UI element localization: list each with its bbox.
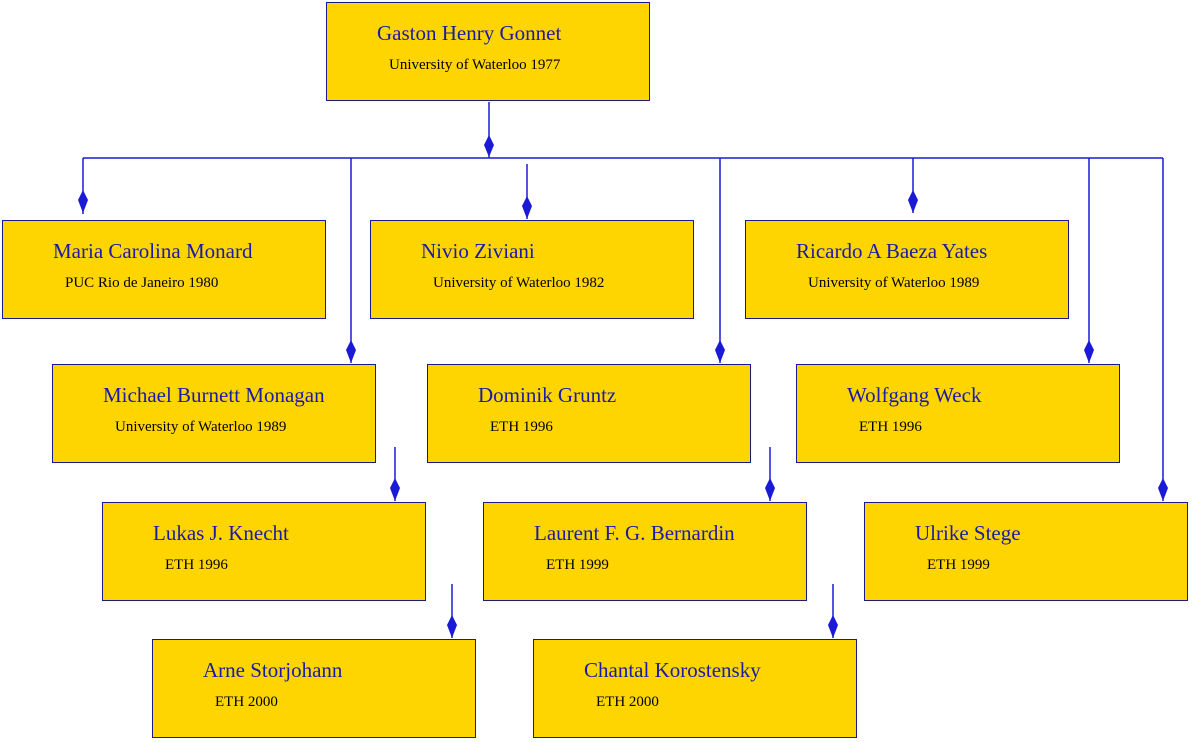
node-info: ETH 1999 [546, 557, 609, 573]
node-lukas-j-knecht: Lukas J. Knecht ETH 1996 [102, 502, 426, 601]
node-info: University of Waterloo 1982 [433, 275, 605, 291]
node-info: ETH 1996 [490, 419, 553, 435]
node-info: University of Waterloo 1977 [389, 57, 561, 73]
node-info: ETH 2000 [596, 694, 659, 710]
node-dominik-gruntz: Dominik Gruntz ETH 1996 [427, 364, 751, 463]
node-name: Gaston Henry Gonnet [377, 21, 562, 45]
node-info: University of Waterloo 1989 [115, 419, 287, 435]
node-name: Wolfgang Weck [847, 383, 982, 407]
node-chantal-korostensky: Chantal Korostensky ETH 2000 [533, 639, 857, 738]
node-name: Chantal Korostensky [584, 658, 761, 682]
node-maria-carolina-monard: Maria Carolina Monard PUC Rio de Janeiro… [2, 220, 326, 319]
node-info: ETH 1999 [927, 557, 990, 573]
node-name: Michael Burnett Monagan [103, 383, 325, 407]
node-name: Dominik Gruntz [478, 383, 617, 407]
node-name: Maria Carolina Monard [53, 239, 253, 263]
node-info: ETH 1996 [859, 419, 922, 435]
node-nivio-ziviani: Nivio Ziviani University of Waterloo 198… [370, 220, 694, 319]
node-info: University of Waterloo 1989 [808, 275, 980, 291]
node-gaston-henry-gonnet: Gaston Henry Gonnet University of Waterl… [326, 2, 650, 101]
node-arne-storjohann: Arne Storjohann ETH 2000 [152, 639, 476, 738]
node-name: Lukas J. Knecht [153, 521, 289, 545]
node-info: ETH 1996 [165, 557, 228, 573]
node-wolfgang-weck: Wolfgang Weck ETH 1996 [796, 364, 1120, 463]
node-ulrike-stege: Ulrike Stege ETH 1999 [864, 502, 1188, 601]
node-name: Nivio Ziviani [421, 239, 535, 263]
node-ricardo-a-baeza-yates: Ricardo A Baeza Yates University of Wate… [745, 220, 1069, 319]
node-name: Laurent F. G. Bernardin [534, 521, 735, 545]
node-info: ETH 2000 [215, 694, 278, 710]
node-michael-burnett-monagan: Michael Burnett Monagan University of Wa… [52, 364, 376, 463]
node-info: PUC Rio de Janeiro 1980 [65, 275, 219, 291]
node-name: Ulrike Stege [915, 521, 1021, 545]
node-name: Ricardo A Baeza Yates [796, 239, 988, 263]
node-name: Arne Storjohann [203, 658, 343, 682]
node-laurent-f-g-bernardin: Laurent F. G. Bernardin ETH 1999 [483, 502, 807, 601]
